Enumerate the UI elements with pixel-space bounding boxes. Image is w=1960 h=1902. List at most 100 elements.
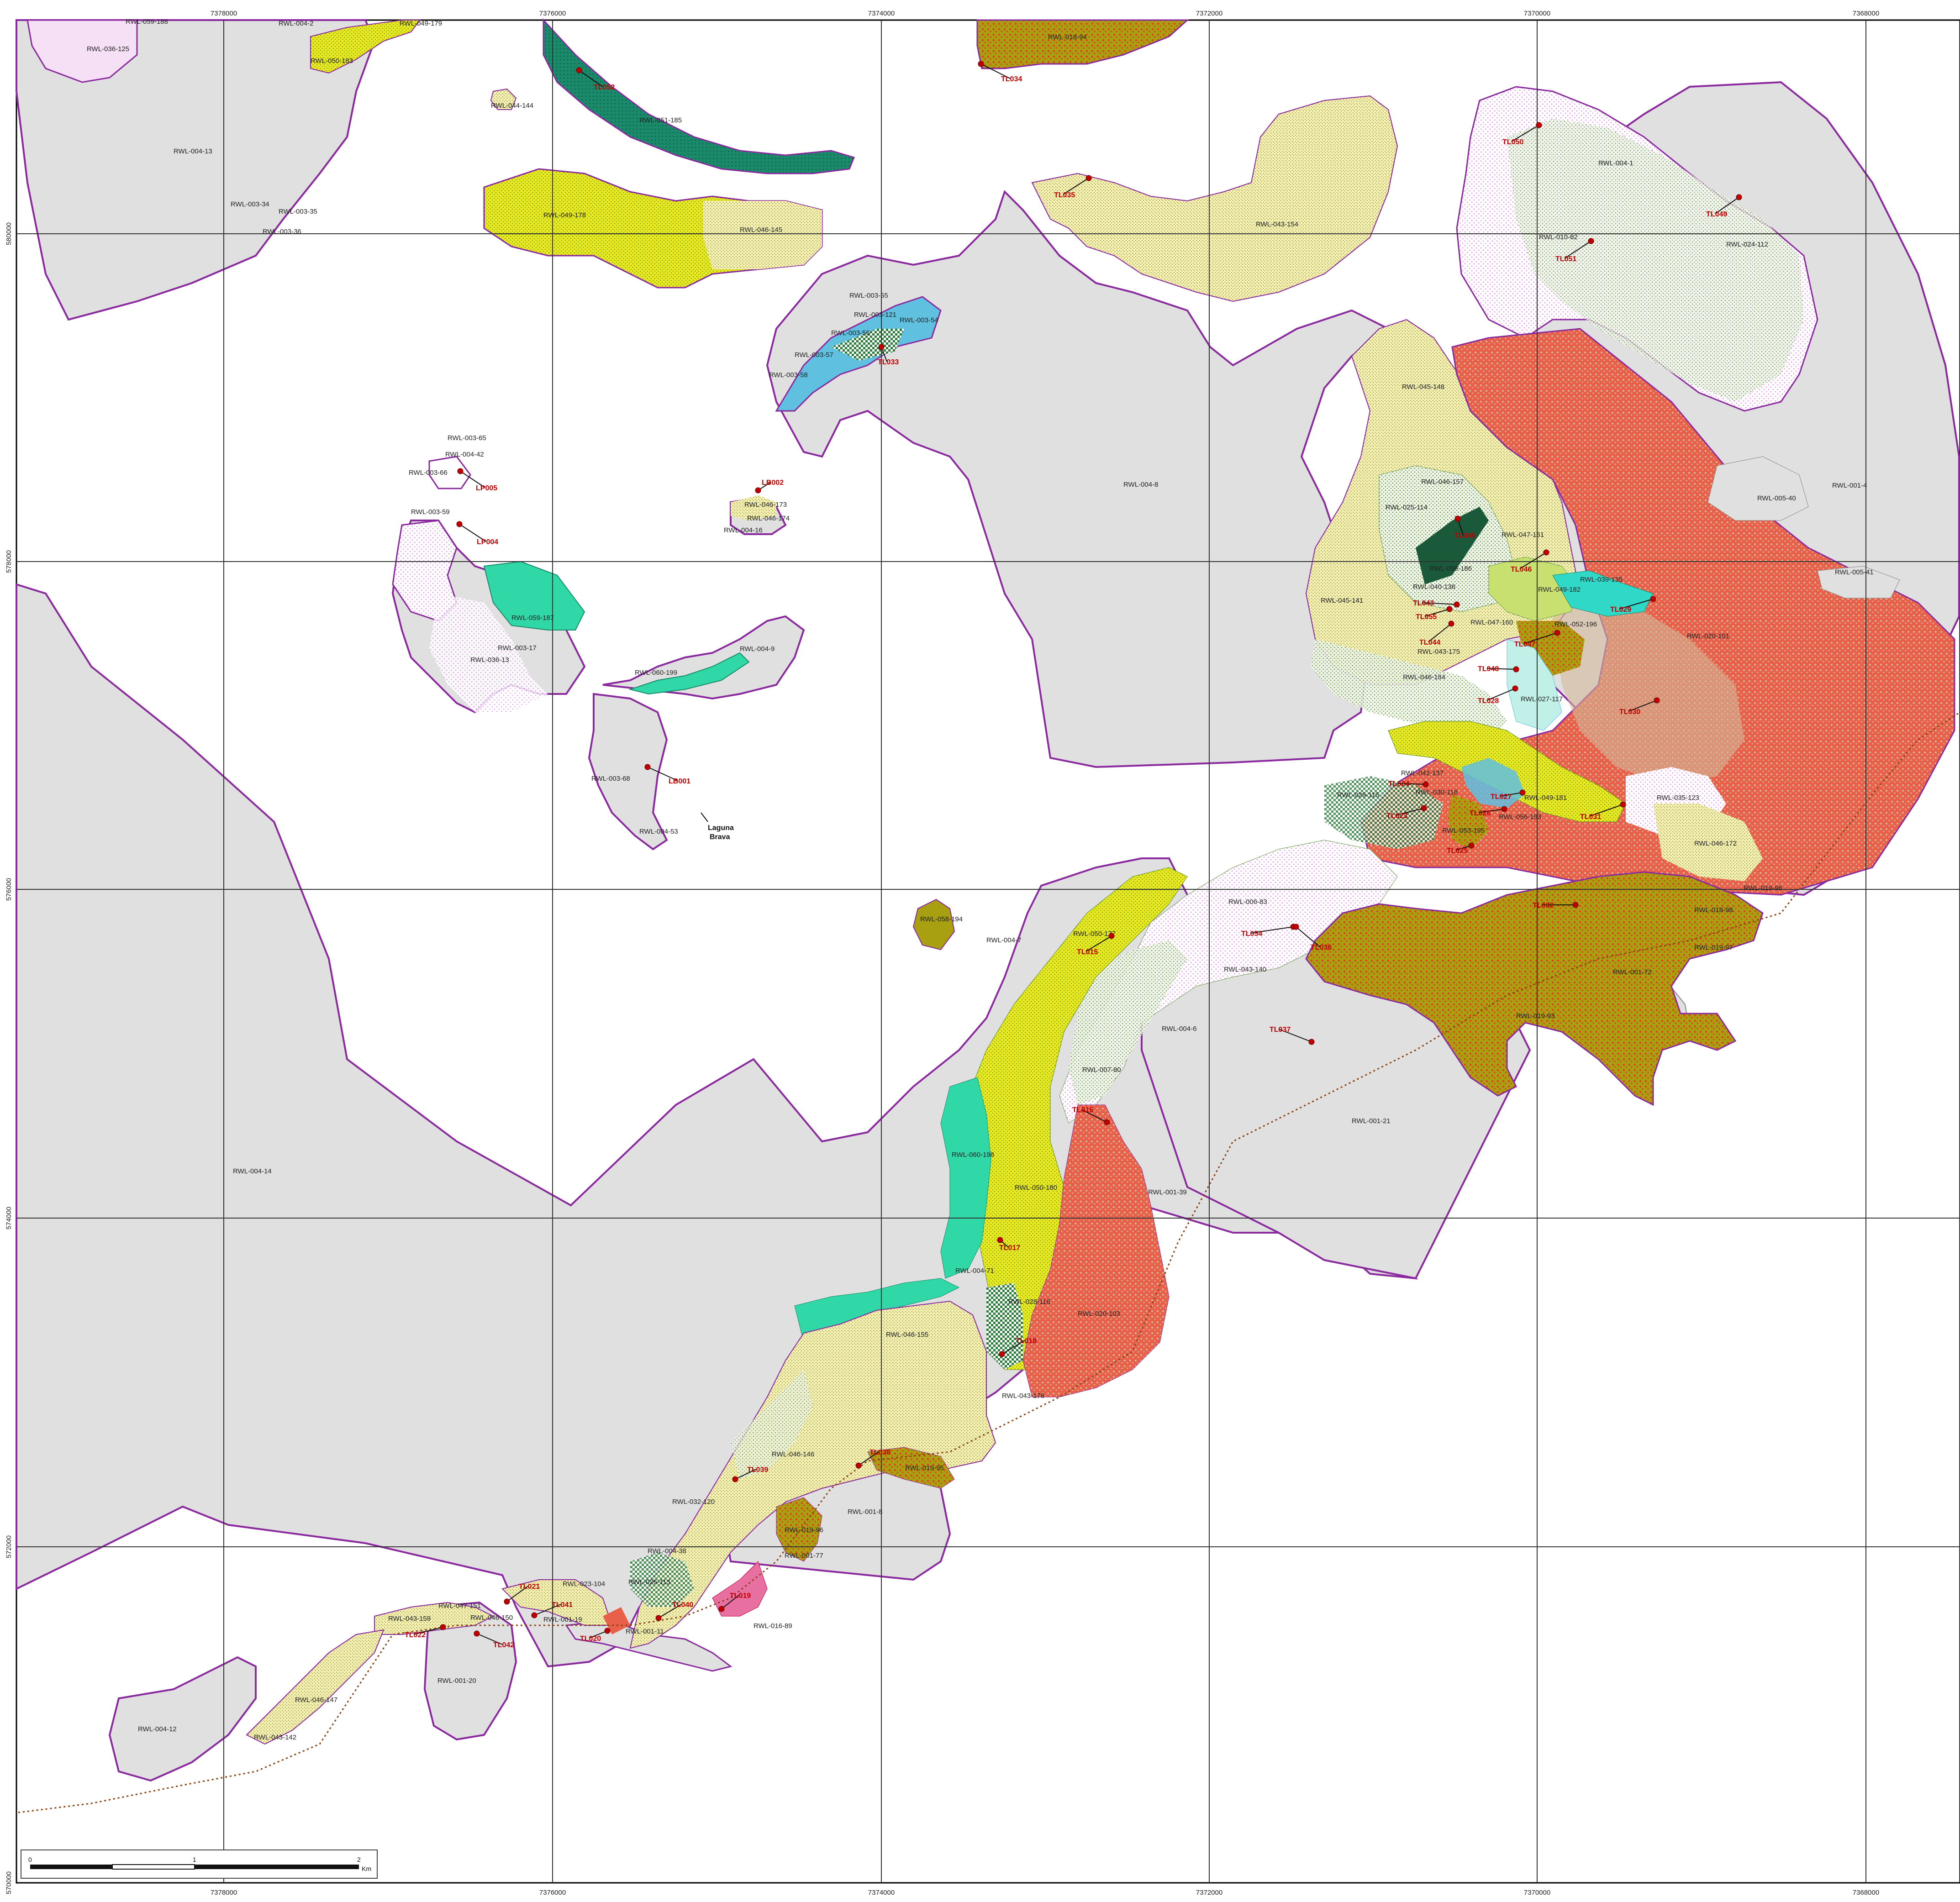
polygon-rwl-046-173[interactable] — [731, 495, 776, 520]
polygon-rwl-046-146-green[interactable] — [731, 1370, 813, 1479]
tl-marker-dot[interactable] — [1308, 1039, 1315, 1045]
polygon-rwl-019-93[interactable] — [1305, 871, 1764, 1106]
x-tick-bottom-label: 7372000 — [1196, 1889, 1222, 1897]
tl-marker-dot[interactable] — [1423, 781, 1429, 788]
tl-marker-dot[interactable] — [1293, 924, 1299, 930]
tl-marker-dot[interactable] — [1512, 685, 1518, 692]
polygon-rwl-050-183[interactable] — [310, 20, 422, 74]
polygon-rwl-044-144[interactable] — [490, 88, 517, 110]
polygon-rwl-030-118[interactable] — [1461, 758, 1525, 808]
x-tick-top-label: 7378000 — [211, 10, 237, 17]
polygon-rwl-006-83[interactable] — [1059, 840, 1398, 1124]
polygon-rwl-046-172[interactable] — [1653, 804, 1763, 881]
tl-label: TL020 — [580, 1635, 601, 1643]
polygon-rwl-059-187[interactable] — [483, 561, 585, 630]
tl-marker-dot[interactable] — [1588, 238, 1594, 244]
polygon-rwl-024-112[interactable] — [1507, 119, 1804, 402]
tl-marker-dot[interactable] — [1513, 666, 1519, 673]
polygon-rwl-020-103[interactable] — [1022, 1104, 1170, 1398]
rwl-label: RWL-003-54 — [900, 316, 938, 324]
rwl-label: RWL-004-6 — [1162, 1025, 1196, 1033]
polygon-rwl-046-184[interactable] — [1311, 639, 1507, 740]
polygon-rwl-060-199[interactable] — [628, 652, 750, 695]
tl-marker-dot[interactable] — [655, 1615, 662, 1621]
polygon-rwl-007-80-green[interactable] — [1069, 940, 1187, 1105]
rwl-label: RWL-046-147 — [295, 1696, 337, 1704]
polygon-rwl-046-145[interactable] — [703, 201, 822, 269]
tl-marker-dot[interactable] — [855, 1462, 862, 1469]
polygon-rwl-004-2[interactable] — [26, 19, 138, 83]
tl-marker-dot[interactable] — [1501, 806, 1507, 812]
polygon-rwl-005-40[interactable] — [1707, 456, 1809, 521]
tl-marker-dot[interactable] — [1536, 122, 1542, 128]
polygon-rwl-003-68[interactable] — [588, 693, 668, 851]
tl-marker-dot[interactable] — [978, 61, 984, 67]
tl-marker-dot[interactable] — [1448, 620, 1454, 627]
polygon-rwl-005-41[interactable] — [1817, 566, 1900, 599]
x-tick-bottom-label: 7374000 — [868, 1889, 895, 1897]
polygon-rwl-053-195[interactable] — [1448, 794, 1489, 849]
tl-marker-dot[interactable] — [504, 1598, 510, 1605]
tl-marker-dot[interactable] — [1620, 801, 1626, 808]
tl-marker-dot[interactable] — [456, 521, 463, 527]
polygon-rwl-001-20[interactable] — [423, 1601, 517, 1741]
polygon-rwl-058-194[interactable] — [912, 898, 955, 951]
polygon-rwl-039-135[interactable] — [1552, 570, 1654, 617]
tl-marker-dot[interactable] — [1104, 1119, 1110, 1125]
polygon-rwl-056-186[interactable] — [1416, 507, 1489, 584]
tl-marker-dot[interactable] — [1572, 902, 1579, 908]
polygon-rwl-018-94[interactable] — [976, 19, 1189, 69]
polygon-rwl-001-77[interactable] — [712, 1561, 768, 1617]
tl-leader-line — [579, 70, 603, 87]
rwl-label: RWL-001-72 — [1613, 968, 1652, 976]
tl-marker-dot[interactable] — [531, 1612, 537, 1618]
polygon-rwl-004-9[interactable] — [602, 615, 805, 700]
tl-marker-dot[interactable] — [999, 1351, 1005, 1357]
x-tick-top-label: 7376000 — [539, 10, 566, 17]
tl-marker-dot[interactable] — [604, 1628, 611, 1634]
polygon-rwl-060-198[interactable] — [940, 1077, 991, 1279]
tl-marker-dot[interactable] — [474, 1630, 480, 1637]
polygon-rwl-047-151[interactable] — [374, 1602, 495, 1635]
tl-marker-dot[interactable] — [1108, 933, 1115, 939]
polygon-rwl-016-89[interactable] — [603, 1607, 630, 1634]
polygon-rwl-051-185[interactable] — [543, 18, 855, 174]
polygon-rwl-003-56-green[interactable] — [831, 329, 904, 361]
tl-marker-dot[interactable] — [1454, 515, 1461, 522]
tl-marker-dot[interactable] — [878, 344, 885, 350]
tl-marker-dot[interactable] — [644, 764, 651, 770]
polygon-rwl-046-147[interactable] — [246, 1629, 385, 1745]
tl-marker-dot[interactable] — [440, 1624, 446, 1630]
tl-marker-dot[interactable] — [1736, 194, 1742, 200]
polygon-tan-center[interactable] — [1553, 594, 1744, 785]
tl-marker-dot[interactable] — [457, 468, 464, 474]
tl-marker-dot[interactable] — [732, 1476, 738, 1482]
tl-leader-line — [1564, 241, 1591, 259]
rwl-label: RWL-047-161 — [1502, 531, 1544, 539]
tl-marker-dot[interactable] — [997, 1237, 1003, 1243]
polygon-rwl-003-65[interactable] — [428, 456, 471, 489]
polygon-rwl-004-13[interactable] — [16, 19, 376, 321]
tl-marker-dot[interactable] — [1554, 630, 1560, 636]
polygon-rwl-028-116[interactable] — [986, 1283, 1023, 1370]
tl-marker-dot[interactable] — [1654, 697, 1660, 704]
tl-marker-dot[interactable] — [1085, 175, 1092, 181]
polygon-rwl-026-113[interactable] — [630, 1552, 694, 1607]
tl-marker-dot[interactable] — [755, 487, 761, 494]
tl-marker-dot[interactable] — [1446, 606, 1453, 612]
tl-marker-dot[interactable] — [1454, 601, 1460, 608]
tl-marker-dot[interactable] — [576, 67, 582, 74]
tl-marker-dot[interactable] — [1468, 842, 1475, 849]
polygon-rwl-043-154[interactable] — [1031, 95, 1398, 302]
tl-marker-dot[interactable] — [1543, 549, 1549, 556]
tl-marker-dot[interactable] — [1650, 596, 1656, 602]
rwl-label: RWL-004-38 — [648, 1547, 686, 1555]
tl-marker-dot[interactable] — [1421, 805, 1427, 811]
polygon-rwl-004-12[interactable] — [108, 1656, 257, 1782]
tl-marker-dot[interactable] — [1519, 789, 1526, 796]
polygon-rwl-029-115[interactable] — [1324, 776, 1443, 849]
tl-marker-dot[interactable] — [718, 1606, 725, 1612]
polygon-rwl-036-13[interactable] — [429, 594, 548, 712]
polygon-rwl-046-155[interactable] — [629, 1300, 996, 1649]
